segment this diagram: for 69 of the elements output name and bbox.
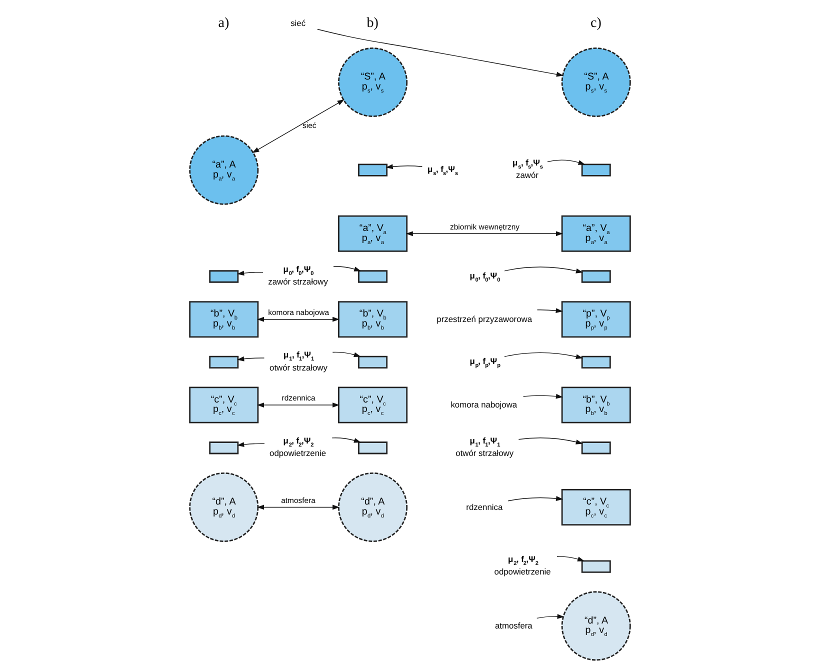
node-text: μ$_{0}$, f$_{0}$,Ψ$_{0}$ [469,270,500,284]
node-box: “a”, V$_{a}$ p$_{a}$, v$_{a}$ [560,215,630,252]
edge-label: rdzennica [281,394,315,403]
node-text: μ$_{2}$, f$_{2}$,Ψ$_{2}$ odpowietrzenie [494,554,550,577]
node-text: μ$_{1}$, f$_{1}$,Ψ$_{1}$ otwór strzałowy [269,350,327,372]
node-text: μ$_{2}$, f$_{2}$,Ψ$_{2}$ odpowietrzenie [269,435,326,458]
arrow [316,28,564,77]
arrow [256,316,340,322]
arrow [518,438,582,444]
arrow [236,442,264,447]
node-text: μ$_{s}$, f$_{s}$,Ψ$_{s}$ [427,164,458,177]
node-bar [580,442,610,454]
edge-label: zbiornik wewnętrzny [450,222,520,232]
edge-label: sieć [302,121,316,130]
node-circle: “S”, A p$_{s}$, v$_{s}$ [560,48,630,118]
arrow [236,270,263,276]
node-box: “b”, V$_{b}$ p$_{b}$, v$_{b}$ [188,301,258,338]
node-bar [358,356,388,369]
node-bar [580,270,610,283]
node-box: “p”, V$_{p}$ p$_{p}$, v$_{p}$ [560,301,630,338]
arrow [405,231,563,236]
arrow [507,496,563,502]
label: a) [218,15,229,32]
arrow [556,556,584,562]
node-text: μ$_{p}$, f$_{p}$,Ψ$_{p}$ [469,356,500,370]
node-bar [208,442,238,454]
node-text: μ$_{s}$, f$_{s}$,Ψ$_{s}$ zawór [512,158,543,180]
edge-label: komora nabojowa [268,308,329,317]
node-circle: “d”, A p$_{d}$, v$_{d}$ [338,472,408,542]
node-circle: “d”, A p$_{d}$, v$_{d}$ [560,591,630,661]
node-bar [208,270,238,283]
arrow [536,614,564,619]
node-text: komora nabojowa [450,400,517,410]
node-bar [580,356,610,369]
node-bar [580,164,610,176]
node-box: “c”, V$_{c}$ p$_{c}$, v$_{c}$ [338,386,408,424]
arrow [332,352,360,358]
label: b) [366,15,378,32]
node-bar [358,164,388,176]
arrow [332,266,361,272]
node-text: μ$_{0}$, f$_{0}$,Ψ$_{0}$ zawór strzałowy [268,264,328,287]
arrow [504,266,583,274]
label: c) [590,15,601,32]
arrow [504,352,583,360]
node-bar [358,270,388,283]
arrow [331,438,361,443]
node-bar [580,560,610,573]
arrow [252,99,344,153]
node-circle: “d”, A p$_{d}$, v$_{d}$ [188,472,258,542]
node-bar [208,356,238,369]
arrow [236,356,264,362]
edge-label: atmosfera [280,496,315,505]
arrow [385,164,422,170]
arrow [522,394,563,399]
node-box: “b”, V$_{b}$ p$_{b}$, v$_{b}$ [560,386,630,424]
node-text: atmosfera [494,620,532,630]
node-box: “c”, V$_{c}$ p$_{c}$, v$_{c}$ [560,488,630,526]
arrow [256,402,340,408]
arrow [536,308,562,314]
node-box: “b”, V$_{b}$ p$_{b}$, v$_{b}$ [338,301,408,338]
node-text: przestrzeń przyzaworowa [436,314,532,324]
node-box: “c”, V$_{c}$ p$_{c}$, v$_{c}$ [188,386,258,424]
node-box: “a”, V$_{a}$ p$_{a}$, v$_{a}$ [338,215,408,252]
node-text: rdzennica [466,502,502,512]
node-text: μ$_{1}$, f$_{1}$,Ψ$_{1}$ otwór strzałowy [455,435,514,458]
node-bar [358,442,388,454]
node-text: sieć [290,18,306,28]
arrow [546,160,585,165]
arrow [256,504,340,510]
